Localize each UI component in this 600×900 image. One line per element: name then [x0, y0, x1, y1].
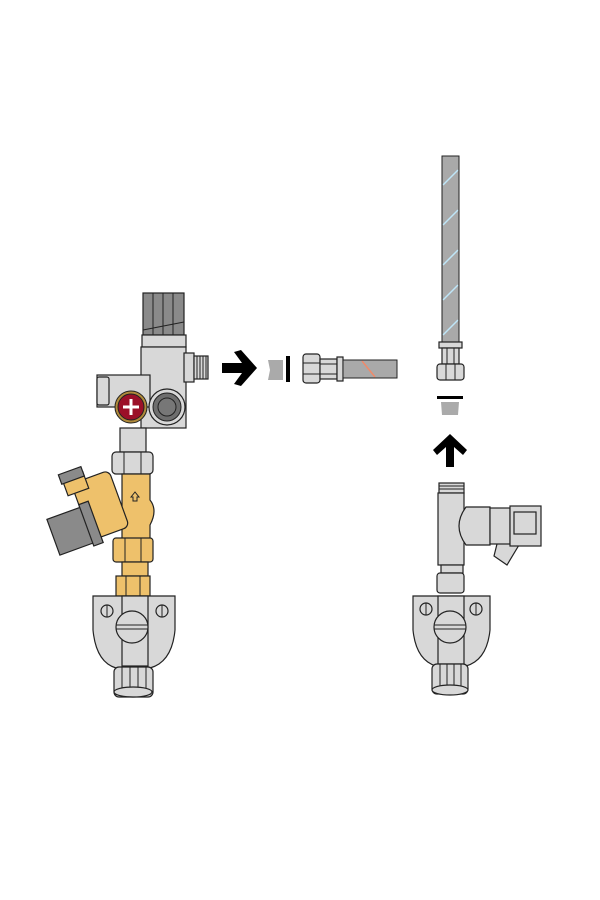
wall-bracket-right — [412, 595, 491, 667]
flow-arrow-icon — [129, 491, 141, 502]
drain-outlet — [148, 388, 186, 426]
red-plus-cap — [114, 390, 148, 424]
brass-nipple — [121, 561, 149, 577]
outlet-thread — [183, 352, 209, 383]
seal-cone-right — [441, 402, 459, 415]
left-nut — [96, 376, 110, 406]
horizontal-hose — [302, 353, 398, 384]
safety-valve-assembly — [46, 292, 209, 698]
brass-nut-upper — [112, 537, 154, 563]
wall-bracket — [92, 595, 176, 669]
brass-nut-lower — [115, 575, 151, 597]
tee-valve — [437, 482, 542, 566]
arrow-up-icon — [433, 434, 467, 467]
connector-nut-right — [436, 572, 465, 594]
pressure-knob — [142, 292, 185, 336]
gasket-right — [437, 396, 463, 399]
vertical-hose — [436, 155, 465, 381]
seal-cone — [268, 360, 283, 380]
shutoff-knob — [113, 666, 154, 698]
gasket — [286, 356, 290, 382]
stem-pipe — [119, 427, 147, 453]
plus-icon — [123, 399, 139, 415]
valve-collar — [141, 334, 187, 348]
arrow-right-icon — [222, 350, 257, 386]
brass-pressure-reducer — [46, 465, 155, 556]
connector-nut — [111, 451, 154, 475]
shutoff-knob-right — [431, 663, 469, 696]
